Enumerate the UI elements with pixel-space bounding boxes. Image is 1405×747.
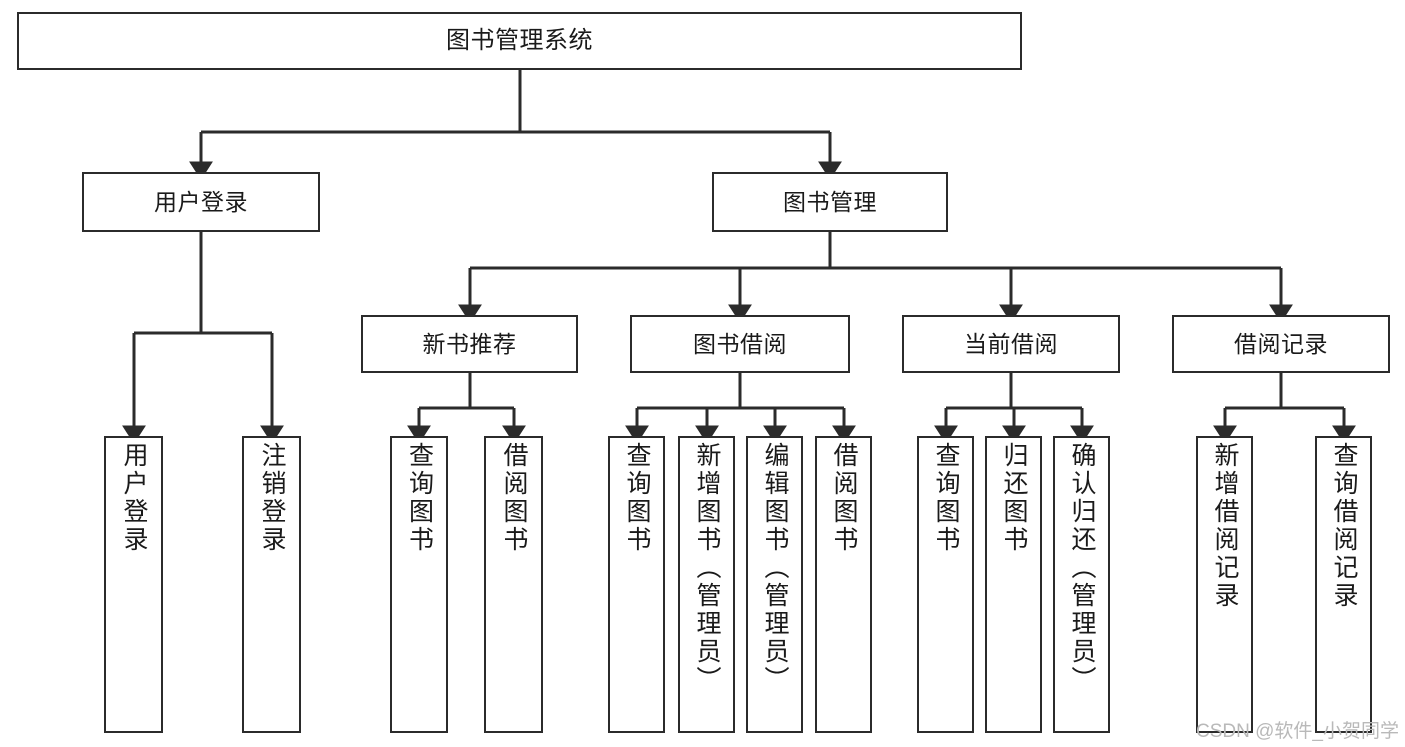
node-leaf-current-query[interactable]: 查询图书 xyxy=(917,436,974,733)
node-borrow[interactable]: 图书借阅 xyxy=(630,315,850,373)
node-label: 借阅记录 xyxy=(1234,330,1328,357)
node-leaf-current-confirm[interactable]: 确认归还（管理员） xyxy=(1053,436,1110,733)
node-root[interactable]: 图书管理系统 xyxy=(17,12,1022,70)
node-leaf-borrow-edit[interactable]: 编辑图书（管理员） xyxy=(746,436,803,733)
node-leaf-new-borrow[interactable]: 借阅图书 xyxy=(484,436,543,733)
node-label: 图书借阅 xyxy=(693,330,787,357)
node-label: 确认归还（管理员） xyxy=(1068,442,1096,694)
node-leaf-record-query[interactable]: 查询借阅记录 xyxy=(1315,436,1372,733)
node-label: 注销登录 xyxy=(258,442,286,554)
node-label: 查询图书 xyxy=(405,442,434,554)
node-login[interactable]: 用户登录 xyxy=(82,172,320,232)
node-label: 图书管理 xyxy=(783,188,877,215)
node-label: 借阅图书 xyxy=(830,442,858,554)
node-leaf-borrow-query[interactable]: 查询图书 xyxy=(608,436,665,733)
node-leaf-current-return[interactable]: 归还图书 xyxy=(985,436,1042,733)
node-label: 用户登录 xyxy=(120,442,148,554)
node-leaf-user-login[interactable]: 用户登录 xyxy=(104,436,163,733)
node-label: 用户登录 xyxy=(154,188,248,215)
node-label: 新书推荐 xyxy=(422,330,517,357)
node-newbook[interactable]: 新书推荐 xyxy=(361,315,578,373)
node-leaf-user-logout[interactable]: 注销登录 xyxy=(242,436,301,733)
node-leaf-new-query[interactable]: 查询图书 xyxy=(390,436,448,733)
node-label: 查询图书 xyxy=(623,442,651,554)
node-label: 新增图书（管理员） xyxy=(693,442,721,694)
node-label: 查询借阅记录 xyxy=(1330,442,1358,610)
node-label: 新增借阅记录 xyxy=(1211,442,1239,610)
node-label: 借阅图书 xyxy=(500,442,528,554)
node-leaf-borrow-add[interactable]: 新增图书（管理员） xyxy=(678,436,735,733)
node-current[interactable]: 当前借阅 xyxy=(902,315,1120,373)
node-leaf-record-add[interactable]: 新增借阅记录 xyxy=(1196,436,1253,733)
node-label: 当前借阅 xyxy=(964,330,1058,357)
node-label: 归还图书 xyxy=(1000,442,1028,554)
edge-group xyxy=(122,70,1356,444)
node-label: 图书管理系统 xyxy=(446,27,593,55)
node-label: 查询图书 xyxy=(932,442,960,554)
node-records[interactable]: 借阅记录 xyxy=(1172,315,1390,373)
node-bookmgmt[interactable]: 图书管理 xyxy=(712,172,948,232)
node-leaf-borrow-lend[interactable]: 借阅图书 xyxy=(815,436,872,733)
node-label: 编辑图书（管理员） xyxy=(761,442,789,694)
